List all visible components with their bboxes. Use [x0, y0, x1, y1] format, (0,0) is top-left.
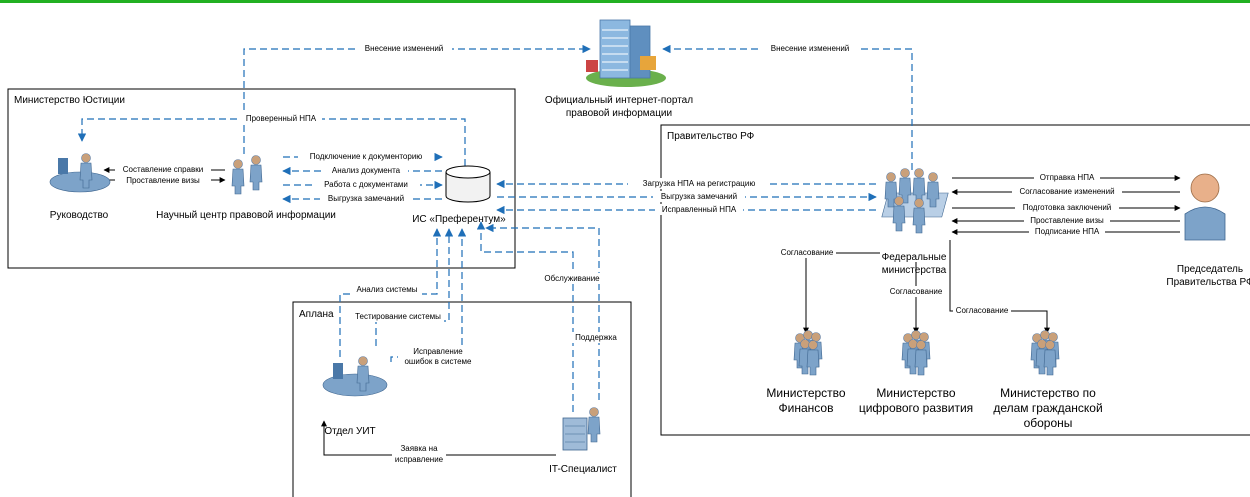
database-icon	[445, 165, 491, 203]
label-visa: Проставление визы	[126, 176, 200, 185]
min-finance-label-2: Финансов	[779, 401, 834, 415]
label-support: Поддержка	[575, 333, 617, 342]
frame-government-title: Правительство РФ	[667, 131, 755, 142]
label-maintenance: Обслуживание	[544, 274, 600, 283]
label-agreement-1: Согласование	[781, 248, 834, 257]
meeting-table-icon	[881, 168, 949, 234]
label-agreement-2: Согласование	[890, 287, 943, 296]
edge-portal-changes-right	[662, 44, 913, 170]
edge-agreement-3	[949, 240, 1050, 334]
edge-labels: Внесение изменений Внесение изменений Пр…	[115, 43, 1122, 464]
edge-portal-changes-left	[243, 44, 591, 154]
uit-department-label: Отдел УИТ	[324, 426, 375, 437]
uit-workstation-icon	[322, 356, 388, 397]
edge-support	[485, 223, 600, 400]
is-preferentum-label: ИС «Преферентум»	[412, 213, 506, 225]
federal-ministries-label-1: Федеральные	[882, 252, 947, 263]
label-work-docs: Работа с документами	[324, 180, 408, 189]
label-visa-gov: Проставление визы	[1030, 216, 1104, 225]
management-label: Руководство	[50, 210, 109, 221]
label-system-testing: Тестирование системы	[355, 312, 441, 321]
label-corrected-npa: Исправленный НПА	[662, 205, 737, 214]
label-export-remarks-gov: Выгрузка замечаний	[661, 192, 737, 201]
label-verified-npa: Проверенный НПА	[246, 114, 317, 123]
edge-agreement-1	[803, 252, 880, 334]
edge-fix-request	[321, 420, 556, 456]
label-prepare-conclusions: Подготовка заключений	[1023, 203, 1112, 212]
federal-ministries-label-2: министерства	[882, 265, 947, 276]
chairman-label-1: Председатель	[1177, 264, 1243, 275]
label-analyze-doc: Анализ документа	[332, 166, 401, 175]
label-portal-changes-right: Внесение изменений	[771, 44, 850, 53]
edge-verified-npa	[77, 118, 466, 166]
chairman-person-icon	[1184, 173, 1226, 241]
label-send-npa: Отправка НПА	[1040, 173, 1095, 182]
frame-aplana-title: Аплана	[299, 309, 334, 320]
ministry-defense-group-icon	[1031, 331, 1059, 376]
min-defense-label-3: обороны	[1024, 416, 1073, 430]
min-digital-label-1: Министерство	[876, 386, 955, 400]
ministry-digital-group-icon	[902, 331, 930, 376]
ministry-finance-group-icon	[794, 331, 822, 376]
frame-aplana: Аплана	[292, 301, 632, 497]
label-sign-npa: Подписание НПА	[1035, 227, 1100, 236]
label-fix-request-2: исправление	[395, 455, 444, 464]
people-handshake-icon	[231, 155, 263, 195]
label-fix-errors-1: Исправление	[413, 347, 463, 356]
min-defense-label-1: Министерство по	[1000, 386, 1096, 400]
min-digital-label-2: цифрового развития	[859, 401, 973, 415]
label-agreement-3: Согласование	[956, 306, 1009, 315]
portal-building-icon	[586, 19, 666, 87]
portal-label-1: Официальный интернет-портал	[545, 94, 693, 106]
top-bar	[0, 0, 1250, 3]
label-connect-doc: Подключение к документорию	[310, 152, 423, 161]
frame-ministry-justice: Министерство Юстиции	[7, 88, 516, 269]
label-upload-npa: Загрузка НПА на регистрацию	[643, 179, 756, 188]
label-fix-errors-2: ошибок в системе	[404, 357, 472, 366]
edge-maintenance	[476, 221, 574, 412]
label-compile-report: Составление справки	[123, 165, 203, 174]
label-system-analysis: Анализ системы	[357, 285, 418, 294]
it-specialist-server-icon	[562, 407, 601, 451]
science-center-label: Научный центр правовой информации	[156, 209, 336, 221]
portal-label-2: правовой информации	[566, 107, 672, 119]
label-portal-changes-left: Внесение изменений	[365, 44, 444, 53]
frame-government: Правительство РФ	[660, 124, 1250, 436]
label-export-remarks: Выгрузка замечаний	[328, 194, 404, 203]
chairman-label-2: Правительства РФ	[1166, 277, 1250, 288]
edge-fix-errors	[390, 228, 467, 362]
label-fix-request-1: Заявка на	[400, 444, 438, 453]
min-defense-label-2: делам гражданской	[993, 401, 1102, 415]
workstation-icon	[49, 153, 111, 193]
label-agree-changes: Согласование изменений	[1019, 187, 1114, 196]
min-finance-label-1: Министерство	[766, 386, 845, 400]
frame-ministry-justice-title: Министерство Юстиции	[14, 95, 125, 106]
it-specialist-label: IT-Специалист	[549, 464, 617, 475]
